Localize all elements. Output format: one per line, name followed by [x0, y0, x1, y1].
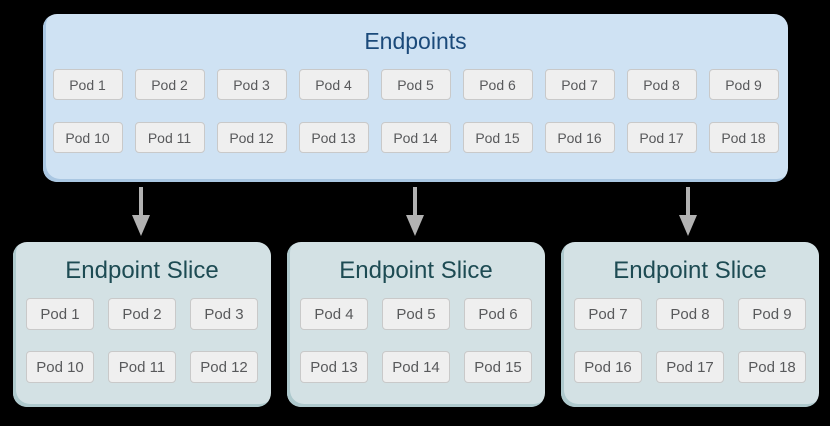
pod-chip: Pod 11 — [108, 351, 176, 383]
pod-chip: Pod 10 — [52, 122, 123, 153]
pod-chip: Pod 4 — [298, 69, 369, 100]
pod-chip: Pod 3 — [190, 298, 258, 330]
pod-chip: Pod 11 — [134, 122, 205, 153]
endpoints-title: Endpoints — [364, 28, 467, 54]
pod-row: Pod 4 Pod 5 Pod 6 — [287, 298, 545, 330]
pod-row: Pod 1 Pod 2 Pod 3 — [13, 298, 271, 330]
pod-chip: Pod 13 — [300, 351, 368, 383]
pod-chip: Pod 17 — [656, 351, 724, 383]
pod-chip: Pod 12 — [216, 122, 287, 153]
slice-pod-grid: Pod 1 Pod 2 Pod 3 Pod 10 Pod 11 Pod 12 — [13, 298, 271, 383]
pod-chip: Pod 14 — [380, 122, 451, 153]
arrow-stem — [139, 187, 143, 215]
down-arrow-icon — [132, 187, 150, 236]
pod-chip: Pod 13 — [298, 122, 369, 153]
endpoints-pod-grid: Pod 1 Pod 2 Pod 3 Pod 4 Pod 5 Pod 6 Pod 7 Pod 8… — [43, 69, 788, 153]
pod-chip: Pod 2 — [108, 298, 176, 330]
arrow-head — [679, 215, 697, 236]
pod-chip: Pod 9 — [738, 298, 806, 330]
pod-chip: Pod 16 — [574, 351, 642, 383]
endpoint-slice-title: Endpoint Slice — [339, 257, 493, 284]
slice-pod-grid: Pod 4 Pod 5 Pod 6 Pod 13 Pod 14 Pod 15 — [287, 298, 545, 383]
pod-chip: Pod 12 — [190, 351, 258, 383]
pod-chip: Pod 9 — [708, 69, 779, 100]
pod-row: Pod 13 Pod 14 Pod 15 — [287, 351, 545, 383]
pod-chip: Pod 3 — [216, 69, 287, 100]
pod-chip: Pod 10 — [26, 351, 94, 383]
pod-row: Pod 7 Pod 8 Pod 9 — [561, 298, 819, 330]
pod-chip: Pod 6 — [462, 69, 533, 100]
pod-row: Pod 16 Pod 17 Pod 18 — [561, 351, 819, 383]
down-arrow-icon — [406, 187, 424, 236]
pod-chip: Pod 7 — [574, 298, 642, 330]
endpoint-slice-title: Endpoint Slice — [613, 257, 767, 284]
arrow-stem — [413, 187, 417, 215]
pod-chip: Pod 14 — [382, 351, 450, 383]
pod-row: Pod 10 Pod 11 Pod 12 Pod 13 Pod 14 Pod 15 Pod … — [43, 122, 788, 153]
pod-chip: Pod 15 — [462, 122, 533, 153]
pod-chip: Pod 17 — [626, 122, 697, 153]
slice-pod-grid: Pod 7 Pod 8 Pod 9 Pod 16 Pod 17 Pod 18 — [561, 298, 819, 383]
pod-chip: Pod 7 — [544, 69, 615, 100]
arrow-head — [132, 215, 150, 236]
pod-chip: Pod 18 — [708, 122, 779, 153]
pod-chip: Pod 16 — [544, 122, 615, 153]
pod-chip: Pod 8 — [626, 69, 697, 100]
endpoints-box: Endpoints Pod 1 Pod 2 Pod 3 Pod 4 Pod 5 Pod 6… — [43, 14, 788, 182]
pod-chip: Pod 18 — [738, 351, 806, 383]
pod-chip: Pod 8 — [656, 298, 724, 330]
pod-row: Pod 10 Pod 11 Pod 12 — [13, 351, 271, 383]
arrow-head — [406, 215, 424, 236]
arrow-stem — [686, 187, 690, 215]
pod-chip: Pod 2 — [134, 69, 205, 100]
pod-chip: Pod 5 — [382, 298, 450, 330]
endpoint-slice-title: Endpoint Slice — [65, 257, 219, 284]
down-arrow-icon — [679, 187, 697, 236]
pod-chip: Pod 1 — [26, 298, 94, 330]
pod-chip: Pod 5 — [380, 69, 451, 100]
pod-chip: Pod 6 — [464, 298, 532, 330]
pod-row: Pod 1 Pod 2 Pod 3 Pod 4 Pod 5 Pod 6 Pod 7 Pod 8… — [43, 69, 788, 100]
pod-chip: Pod 1 — [52, 69, 123, 100]
pod-chip: Pod 4 — [300, 298, 368, 330]
pod-chip: Pod 15 — [464, 351, 532, 383]
